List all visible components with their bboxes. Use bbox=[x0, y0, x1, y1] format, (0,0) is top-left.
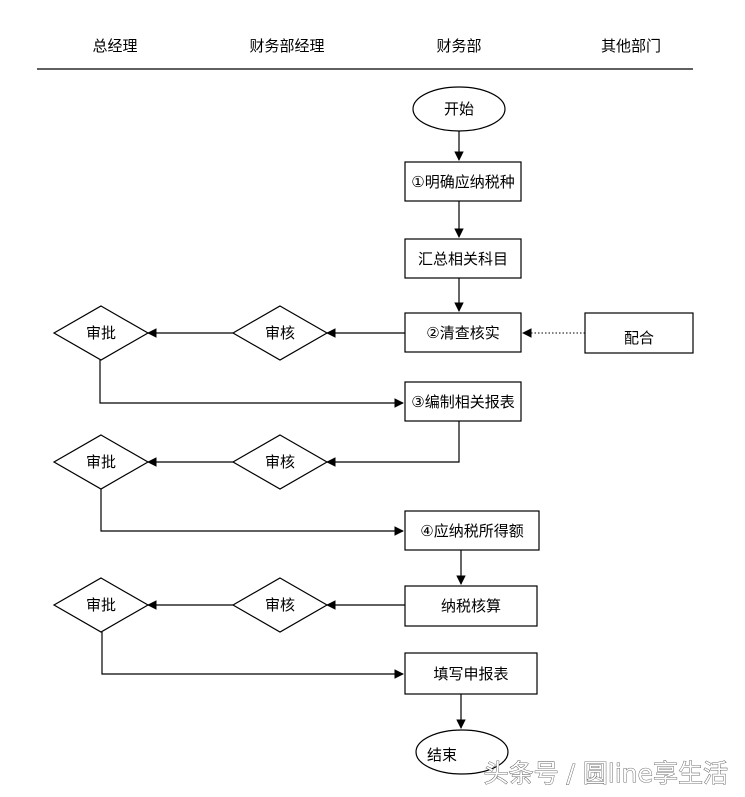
node-end: 结束 bbox=[415, 729, 509, 775]
node-taxable-income-label: ④应纳税所得额 bbox=[420, 522, 523, 540]
connector-approve-3-to-declaration bbox=[101, 632, 404, 679]
node-cooperate-label: 配合 bbox=[624, 329, 654, 347]
node-identify-tax-label: ①明确应纳税种 bbox=[411, 173, 514, 191]
node-review-3: 审核 bbox=[231, 577, 329, 633]
lane-header-other: 其他部门 bbox=[601, 37, 661, 55]
connector-approve-2-to-taxable bbox=[100, 489, 404, 536]
node-start: 开始 bbox=[412, 86, 506, 132]
lane-header-gm: 总经理 bbox=[92, 37, 137, 55]
node-verify: ②清查核实 bbox=[404, 312, 522, 353]
lane-header-finance: 财务部 bbox=[436, 37, 481, 55]
node-prepare-reports-label: ③编制相关报表 bbox=[411, 393, 514, 411]
node-end-label: 结束 bbox=[427, 746, 457, 764]
node-approve-2-label: 审批 bbox=[86, 453, 116, 471]
connector-reports-to-review-2 bbox=[326, 421, 460, 467]
watermark: 头条号 / 圆line享生活 bbox=[484, 759, 728, 788]
node-summarize-accounts: 汇总相关科目 bbox=[404, 238, 522, 279]
connectors bbox=[99, 131, 585, 729]
connector-approve-1-to-reports bbox=[99, 360, 404, 408]
node-identify-tax: ①明确应纳税种 bbox=[404, 161, 522, 202]
lane-header-finance-manager: 财务部经理 bbox=[249, 37, 324, 55]
node-review-2-label: 审核 bbox=[265, 453, 295, 471]
node-approve-3: 审批 bbox=[52, 577, 150, 633]
node-review-1: 审核 bbox=[231, 305, 329, 361]
node-start-label: 开始 bbox=[444, 100, 474, 118]
node-review-3-label: 审核 bbox=[265, 596, 295, 614]
node-tax-calc-label: 纳税核算 bbox=[441, 597, 501, 615]
node-approve-2: 审批 bbox=[52, 434, 150, 490]
node-tax-calc: 纳税核算 bbox=[404, 585, 538, 627]
node-cooperate: 配合 bbox=[584, 312, 694, 354]
node-fill-declaration-label: 填写申报表 bbox=[433, 665, 508, 683]
node-fill-declaration: 填写申报表 bbox=[404, 652, 538, 695]
node-summarize-accounts-label: 汇总相关科目 bbox=[418, 250, 508, 268]
node-review-1-label: 审核 bbox=[265, 324, 295, 342]
node-verify-label: ②清查核实 bbox=[426, 324, 499, 342]
node-approve-1: 审批 bbox=[52, 305, 150, 361]
node-review-2: 审核 bbox=[231, 434, 329, 490]
node-taxable-income: ④应纳税所得额 bbox=[404, 510, 540, 551]
node-approve-1-label: 审批 bbox=[86, 324, 116, 342]
node-approve-3-label: 审批 bbox=[86, 596, 116, 614]
node-prepare-reports: ③编制相关报表 bbox=[404, 381, 522, 422]
